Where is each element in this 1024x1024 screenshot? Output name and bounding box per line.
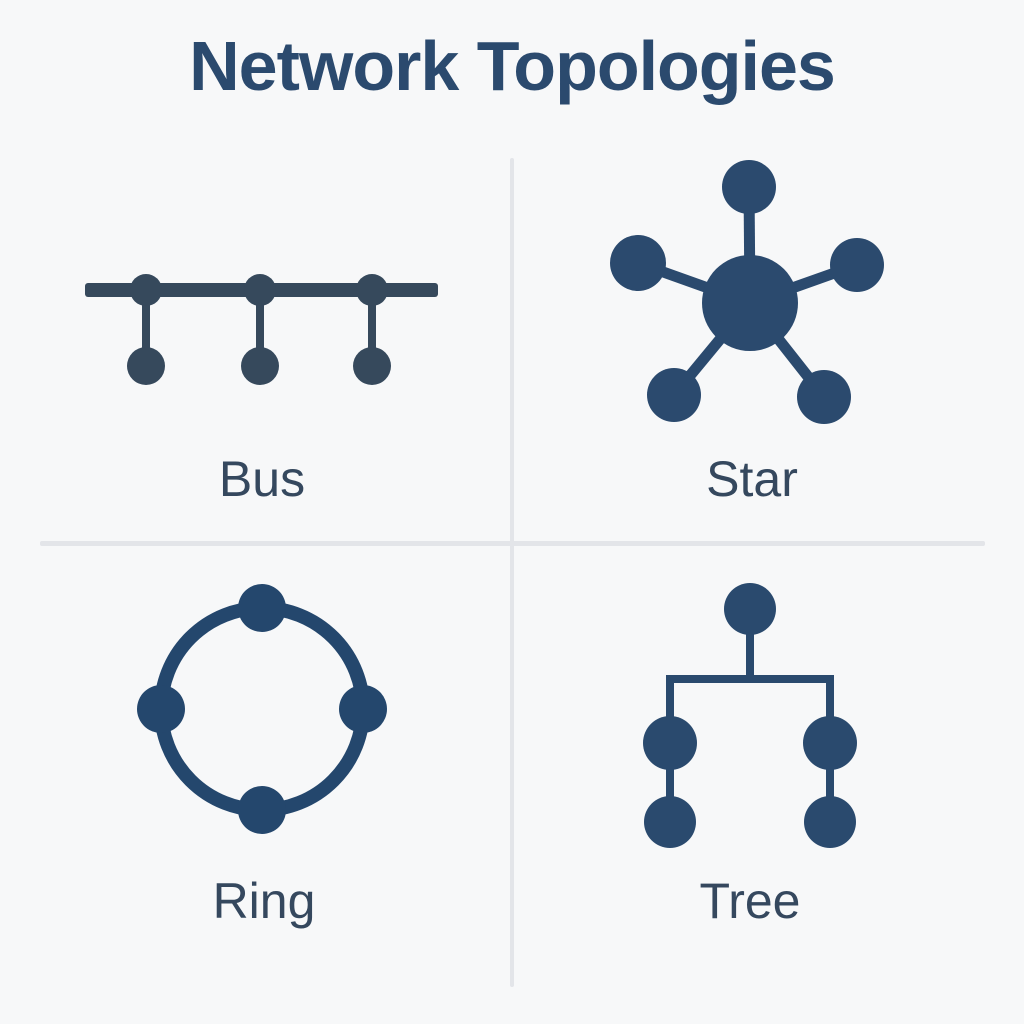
horizontal-divider [40,541,985,546]
tree-topology-icon [643,583,857,848]
star-label: Star [706,451,798,507]
tree-label: Tree [699,873,801,929]
bus-label: Bus [218,451,306,507]
page-title: Network Topologies [189,27,836,105]
ring-topology-icon [137,584,387,834]
ring-label: Ring [212,873,316,929]
vertical-divider [510,158,514,987]
star-topology-icon [610,160,884,424]
bus-topology-icon [85,274,438,385]
